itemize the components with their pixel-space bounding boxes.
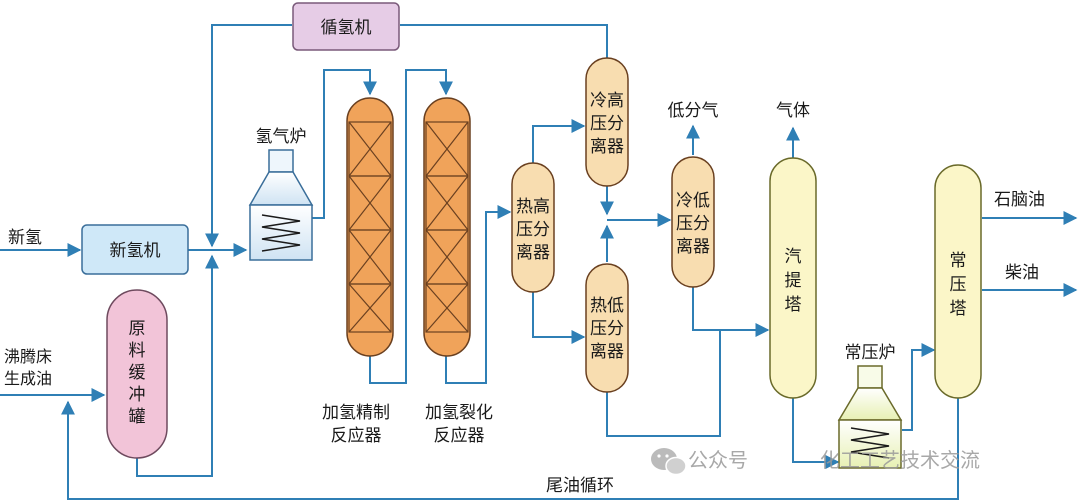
flow-hotlp-bottom: [606, 330, 721, 437]
watermark: 公众号 化工工艺技术交流: [651, 448, 980, 476]
naphtha-label: 石脑油: [994, 190, 1045, 210]
cold-lp-sep-line3: 离器: [676, 237, 710, 257]
reactor2-label-line1: 加氢裂化: [425, 403, 493, 423]
atm-tower-char-0: 常: [950, 251, 967, 271]
flow-recycle-h2: [205, 24, 292, 248]
watermark-prefix: 公众号: [688, 448, 748, 472]
atmospheric-furnace: 常压炉: [837, 343, 903, 469]
flow-lines: [0, 24, 1078, 500]
buffer-char-1: 料: [129, 341, 146, 361]
flow-furnace-to-atm: [902, 343, 936, 431]
hydrocracking-reactor: 加氢裂化 反应器: [423, 97, 493, 446]
makeup-h2-compressor-label: 新氢机: [110, 241, 161, 261]
h2-furnace-label: 氢气炉: [256, 127, 307, 147]
hot-hp-sep-line3: 离器: [516, 243, 550, 263]
recycle-h2-compressor-label: 循氢机: [321, 18, 372, 38]
tail-oil-label: 尾油循环: [546, 476, 614, 496]
reactor1-label-line2: 反应器: [331, 426, 382, 446]
flow-tail-oil-recycle: [61, 398, 959, 500]
flow-hothp-to-coldhp: [532, 119, 586, 163]
hot-lp-sep-line3: 离器: [590, 342, 624, 362]
cold-lp-sep-line1: 冷低: [676, 191, 710, 211]
watermark-name: 化工工艺技术交流: [820, 448, 980, 472]
diesel-label: 柴油: [1005, 263, 1039, 283]
atmospheric-tower: 常 压 塔: [934, 164, 982, 399]
flow-furnace-to-r1: [312, 69, 377, 219]
h2-furnace: 氢气炉: [248, 127, 314, 261]
cold-hp-sep-line3: 离器: [590, 137, 624, 157]
cold-lp-sep-line2: 压分: [676, 214, 710, 234]
hot-hp-sep-line2: 压分: [516, 220, 550, 240]
feed-label-line2: 生成油: [4, 369, 52, 388]
flow-coldlp-to-stripper: [692, 287, 770, 337]
recycle-h2-compressor: 循氢机: [292, 2, 400, 51]
cold-hp-separator: 冷高 压分 离器: [585, 57, 629, 187]
makeup-h2-compressor: 新氢机: [81, 224, 189, 275]
flow-feed-to-mixer: [136, 254, 219, 477]
new-h2-label: 新氢: [8, 228, 42, 248]
flow-r1-to-r2: [369, 69, 453, 384]
hot-lp-sep-line2: 压分: [590, 319, 624, 339]
stripper-char-2: 塔: [785, 295, 802, 315]
atm-furnace-coil-icon: [850, 427, 890, 459]
buffer-char-3: 冲: [129, 385, 146, 405]
reactor1-label-line1: 加氢精制: [322, 403, 390, 423]
atm-tower-char-2: 塔: [950, 299, 967, 319]
cold-hp-sep-line1: 冷高: [590, 91, 624, 111]
flow-cold-hp-to-recycle: [400, 24, 608, 62]
stripper-column: 气体 汽 提 塔: [769, 101, 817, 399]
hot-hp-sep-line1: 热高: [516, 197, 550, 217]
hot-lp-separator: 热低 压分 离器: [585, 263, 629, 393]
buffer-char-0: 原: [129, 319, 146, 339]
feed-label-line1: 沸腾床: [4, 347, 52, 366]
h2-furnace-coil-icon: [261, 214, 301, 252]
buffer-char-2: 缓: [129, 363, 146, 383]
hot-lp-sep-line1: 热低: [590, 296, 624, 316]
stripper-char-0: 汽: [785, 247, 802, 267]
atm-furnace-label: 常压炉: [845, 343, 896, 363]
hot-hp-separator: 热高 压分 离器: [511, 162, 555, 293]
wechat-icon: [651, 448, 687, 476]
cold-hp-sep-line2: 压分: [590, 114, 624, 134]
flow-stripper-to-furnace: [792, 398, 840, 469]
feed-buffer-tank: 原 料 缓 冲 罐: [106, 289, 168, 459]
low-gas-label: 低分气: [668, 101, 719, 121]
flow-hothp-to-hotlp: [532, 292, 586, 344]
flow-r2-to-hothp: [445, 205, 512, 384]
stripper-char-1: 提: [785, 271, 802, 291]
hydrotreating-reactor: 加氢精制 反应器: [322, 97, 394, 446]
cold-lp-separator: 低分气 冷低 压分 离器: [668, 101, 719, 288]
reactor2-label-line2: 反应器: [434, 426, 485, 446]
buffer-char-4: 罐: [129, 407, 146, 427]
atm-tower-char-1: 压: [950, 275, 967, 295]
gas-label: 气体: [776, 101, 810, 121]
